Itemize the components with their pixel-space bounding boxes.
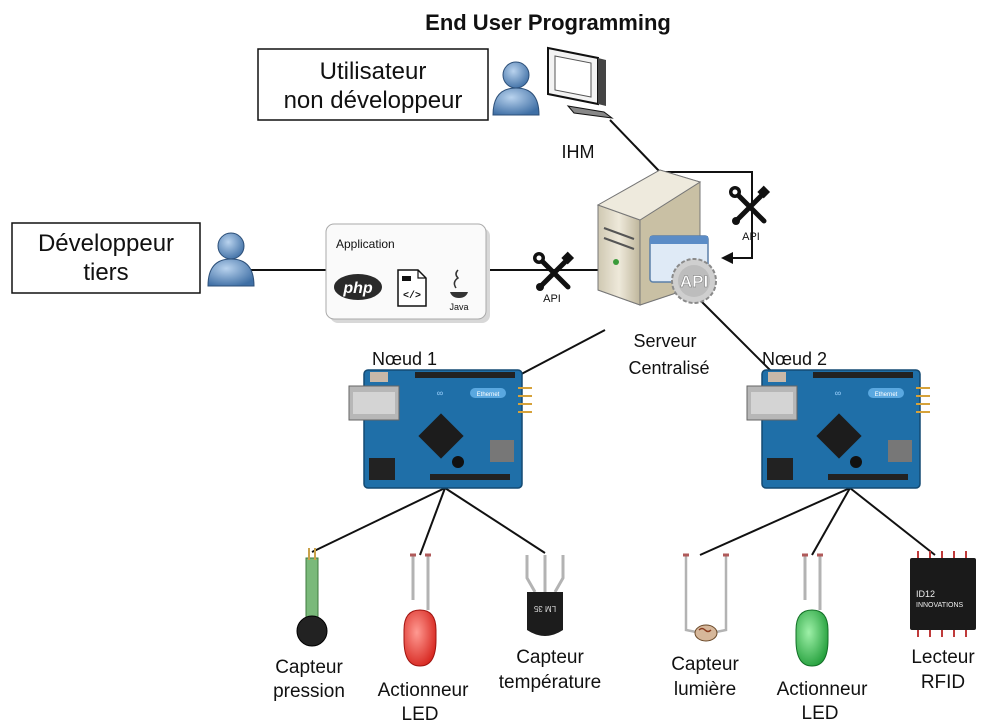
end-user-box: Utilisateur non développeur [257,48,489,121]
node1-device-3-line1: Capteur [516,647,584,668]
php-label: php [342,280,373,297]
php-icon: php [334,274,382,300]
node1-device-2-line2: LED [402,704,439,723]
end-user-line1: Utilisateur [320,58,427,85]
code-file-icon: </> [397,269,427,307]
pressure-sensor-icon [296,548,328,647]
api-badge: API [649,235,717,304]
end-user-line2: non développeur [284,87,463,114]
application-box: Application php </> Java [325,223,490,323]
developer-line1: Développeur [38,230,174,257]
node2-device-2-line2: LED [802,703,839,723]
svg-text:∞: ∞ [437,388,443,398]
arduino-board-node2: Ethernet ∞ [746,369,930,489]
server-label-line1: Serveur [633,331,696,351]
node2-device-2-line1: Actionneur [777,679,869,700]
api-top-label: API [742,231,760,243]
light-sensor-icon [683,553,729,642]
application-title: Application [336,237,395,251]
server-label-line2: Centralisé [628,358,709,378]
java-icon: Java [449,269,469,312]
developer-line2: tiers [83,259,128,286]
node1-device-2-line1: Actionneur [378,680,470,701]
ihm-label: IHM [562,142,595,162]
node2-device-3-line1: Lecteur [911,647,975,668]
node1-ethernet-badge: Ethernet [477,392,500,398]
api-left-label: API [543,293,561,305]
temperature-sensor-icon: LM 35 [525,555,565,636]
api-badge-label: API [680,272,708,291]
node1-device-3-line2: température [499,672,601,693]
node2-device-3-line2: RFID [921,672,965,693]
node2-label: Nœud 2 [762,349,827,369]
rfid-reader-icon: ID12 INNOVATIONS [910,551,976,637]
diagram-title: End User Programming [425,10,671,35]
arrow-head [721,252,733,264]
green-led-icon [795,553,829,667]
svg-text:∞: ∞ [835,388,841,398]
node2-device-1-line1: Capteur [671,654,739,675]
node1-device-1-line1: Capteur [275,657,343,678]
node2-device-1-line2: lumière [674,679,736,700]
node1-device-1-line2: pression [273,681,345,702]
developer-box: Développeur tiers [11,222,201,294]
connection-lines [250,119,936,556]
api-tool-top-icon [729,186,770,225]
monitor-icon [547,46,614,119]
svg-text:</>: </> [403,290,421,302]
node1-label: Nœud 1 [372,349,437,369]
rfid-chip-line2: INNOVATIONS [916,602,964,609]
red-led-icon [403,553,437,667]
lm35-label: LM 35 [533,604,556,613]
rfid-chip-line1: ID12 [916,589,935,599]
developer-icon [207,232,255,287]
arduino-board-node1: Ethernet ∞ [348,369,532,489]
java-label: Java [449,302,468,312]
api-tool-left-icon [533,252,574,291]
node2-ethernet-badge: Ethernet [875,392,898,398]
end-user-icon [492,61,540,116]
